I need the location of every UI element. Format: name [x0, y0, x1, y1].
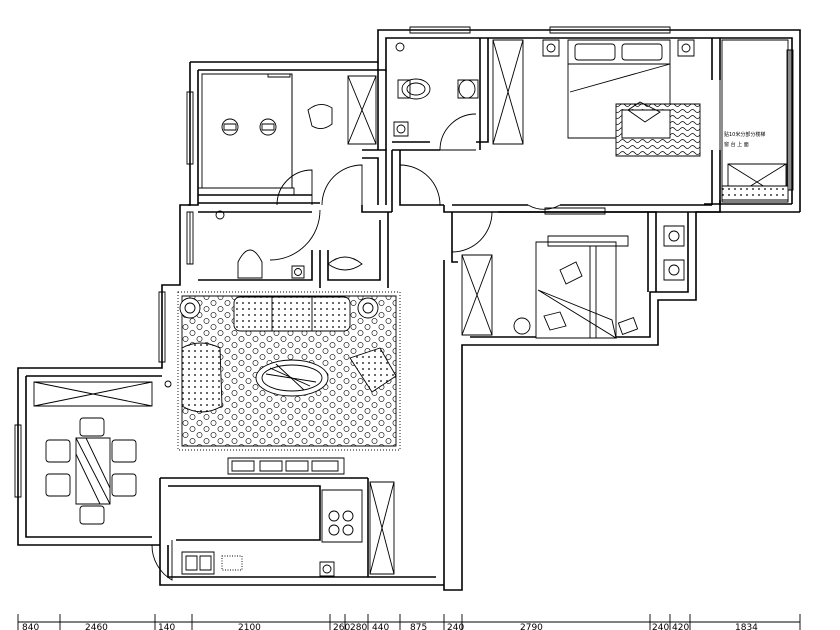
dimension-label: 140: [158, 623, 175, 630]
annotation-line-1: 贴10米分部分楼梯: [724, 131, 765, 138]
kitchen: [165, 381, 394, 576]
interior-walls: [160, 38, 720, 577]
master-bedroom: 贴10米分部分楼梯 窗 台 上 面: [543, 40, 788, 202]
utility-room: [216, 211, 362, 278]
windows: [15, 27, 793, 497]
annotation-line-2: 窗 台 上 面: [724, 141, 749, 148]
doors: [152, 80, 720, 580]
dimension-label: 2790: [520, 623, 543, 630]
dimension-label: 440: [372, 623, 389, 630]
dimension-label: 2460: [85, 623, 108, 630]
dimension-label: 420: [672, 623, 689, 630]
living-room: [178, 292, 400, 474]
study-room: [202, 74, 376, 188]
dimension-label: 875: [410, 623, 427, 630]
second-bedroom: [462, 226, 684, 338]
bathroom: [394, 40, 523, 144]
dimension-label: 240: [652, 623, 669, 630]
dining-room: [34, 382, 152, 524]
dimension-label: 260: [333, 623, 350, 630]
dimension-label: 280: [350, 623, 367, 630]
dimension-label: 240: [447, 623, 464, 630]
exterior-walls: [18, 30, 800, 590]
dimension-label: 1834: [735, 623, 758, 630]
dimension-label: 2100: [238, 623, 261, 630]
dimension-label: 840: [22, 623, 39, 630]
